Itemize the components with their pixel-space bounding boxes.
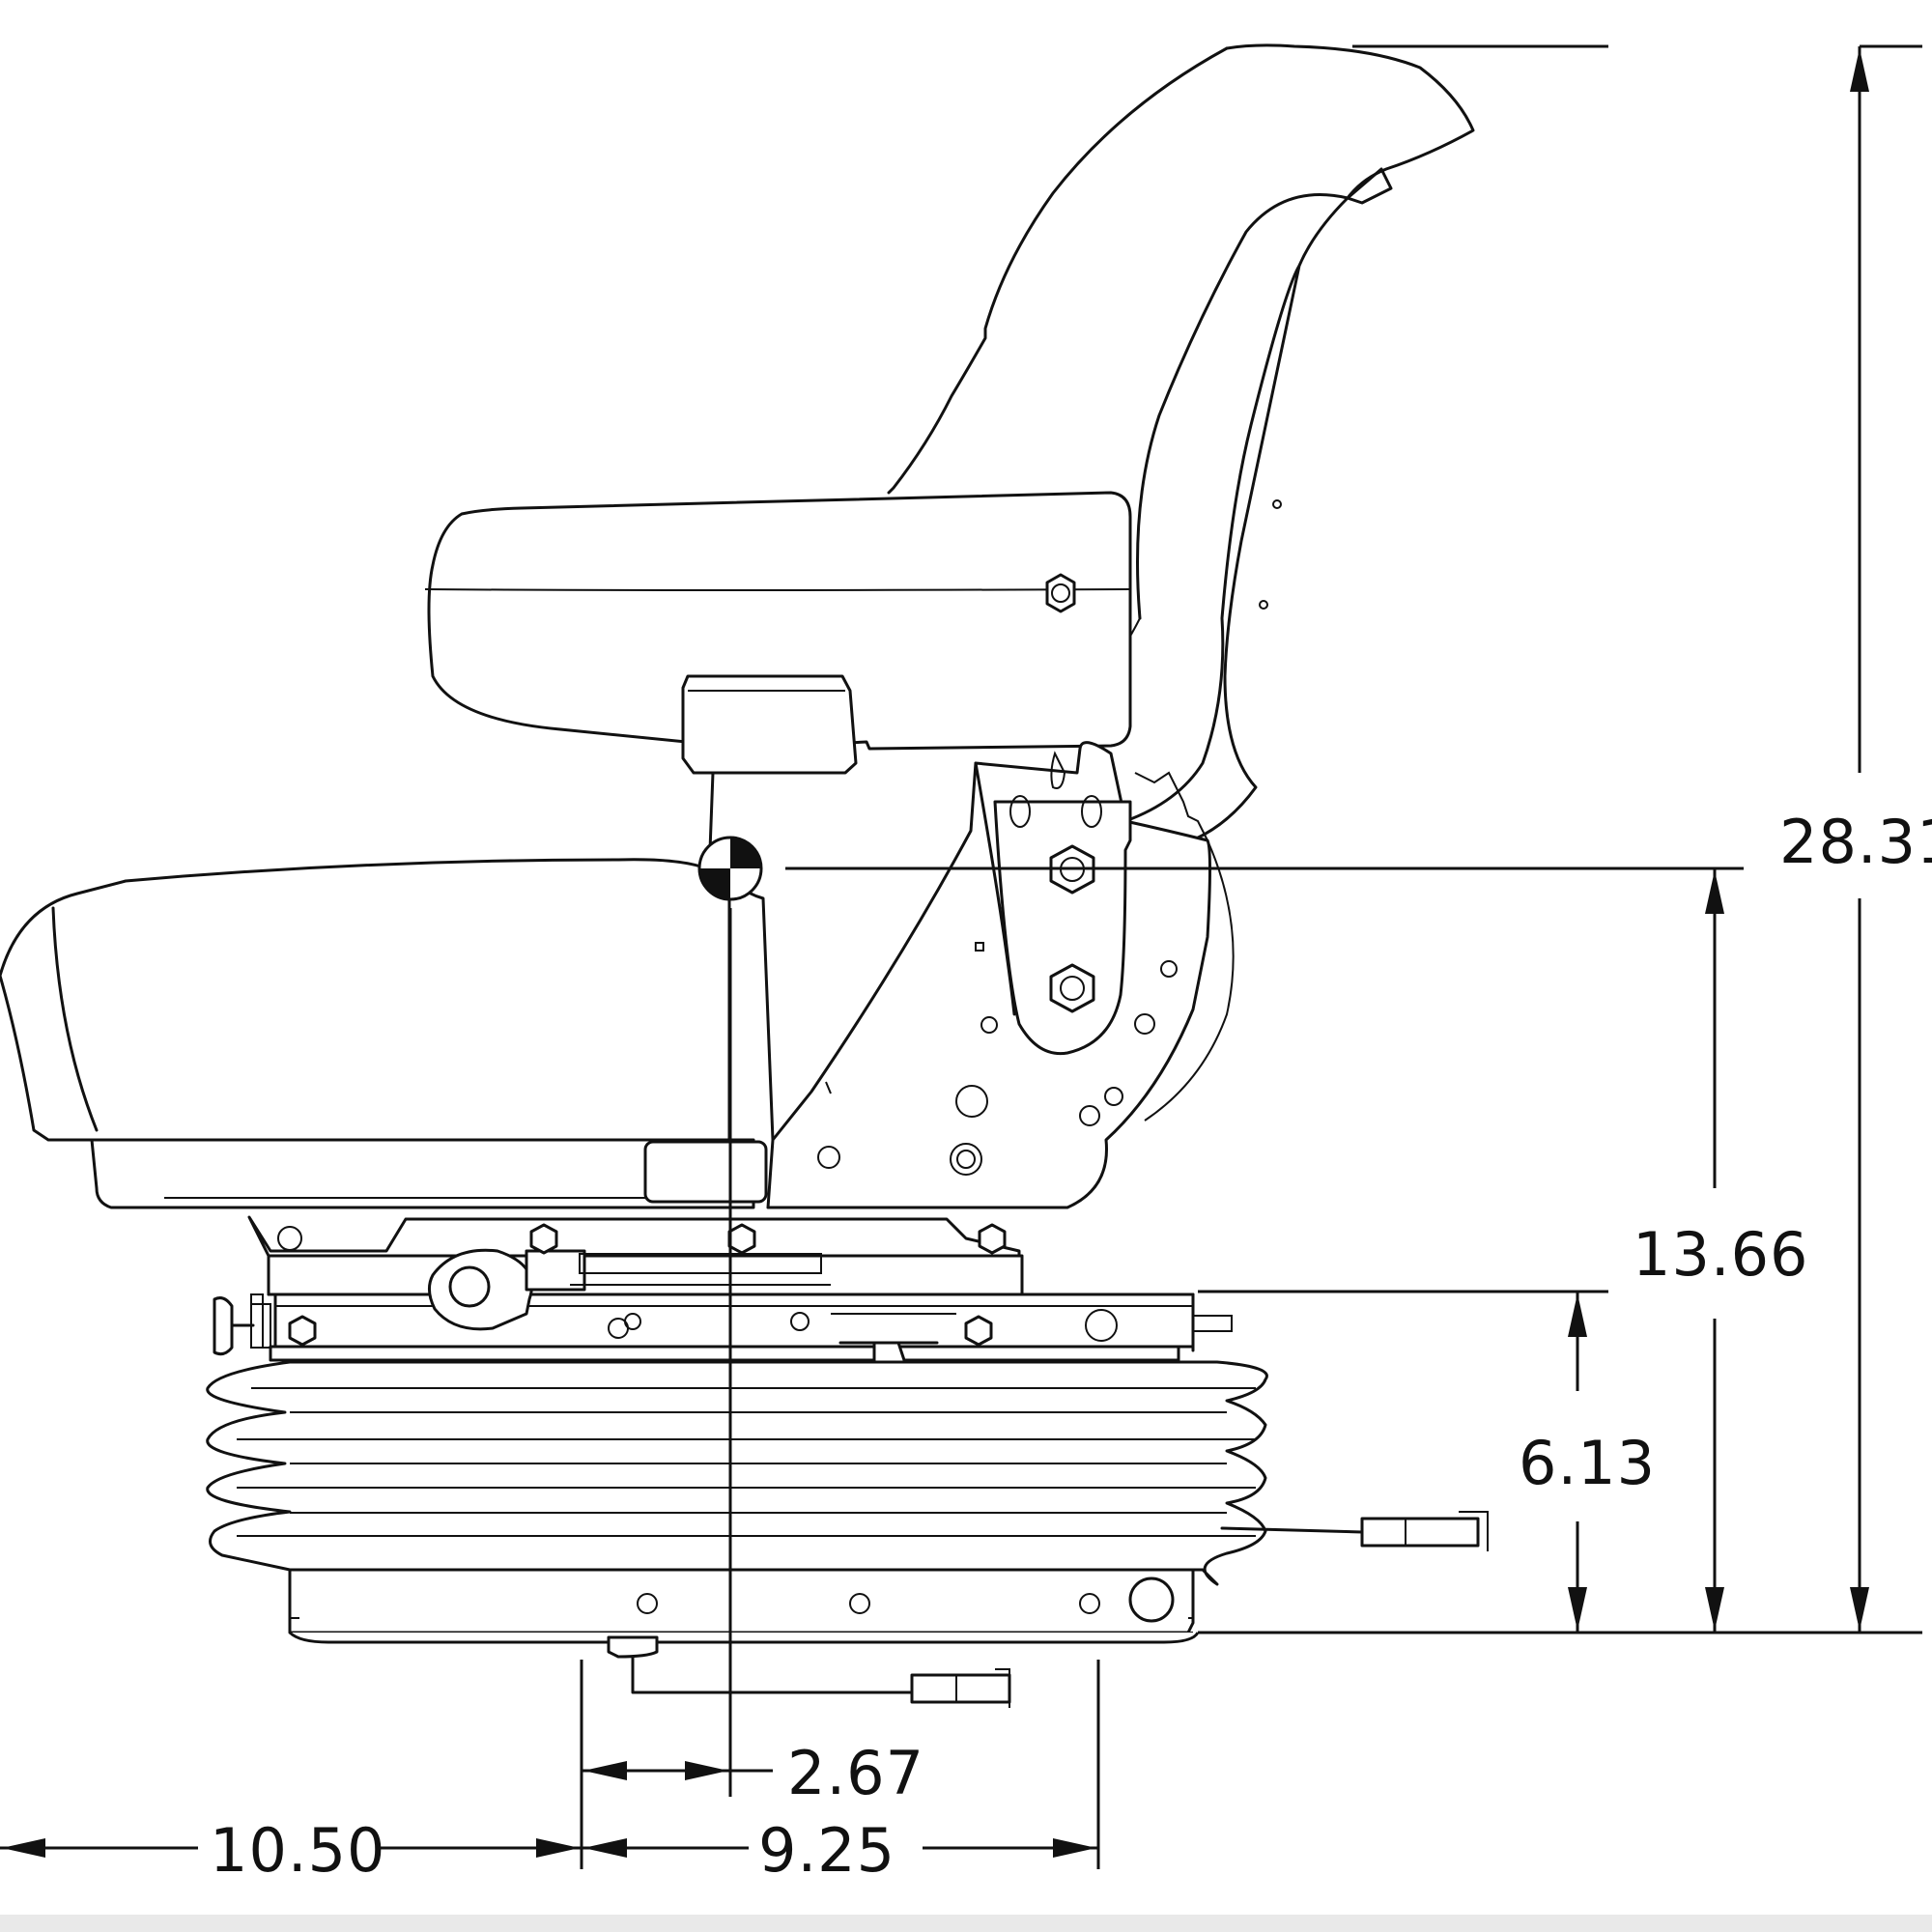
slide-rail-mechanism (213, 1215, 1233, 1432)
overall-height-label: 28.31 (1779, 807, 1932, 877)
front-overhang-label: 10.50 (210, 1815, 386, 1886)
seat-frame-bracket (708, 741, 1235, 1209)
base-depth-label: 9.25 (758, 1815, 895, 1886)
cg-offset-label: 2.67 (787, 1738, 924, 1808)
frame-bolt-lower (1049, 963, 1095, 1013)
bottom-border-strip (0, 1915, 1932, 1932)
extension-lines (580, 908, 1100, 1869)
dimension-base-height: 6.13 (1198, 1290, 1656, 1633)
armrest (424, 491, 1132, 775)
base-height-label: 6.13 (1519, 1428, 1656, 1498)
dimension-base-depth: 9.25 (582, 1815, 1098, 1886)
dimension-front-overhang: 10.50 (0, 1815, 582, 1886)
dimension-cg-height: 13.66 (785, 867, 1809, 1633)
armrest-bolt (1045, 573, 1076, 613)
cg-height-label: 13.66 (1633, 1219, 1809, 1290)
suspension-bellows (206, 1360, 1268, 1586)
seat-cushion (0, 858, 768, 1209)
dimension-overall-height: 28.31 (1198, 44, 1932, 1634)
suspension-base (288, 1511, 1489, 1708)
dimension-cg-offset: 2.67 (582, 1738, 924, 1808)
center-of-gravity-symbol (697, 836, 763, 901)
